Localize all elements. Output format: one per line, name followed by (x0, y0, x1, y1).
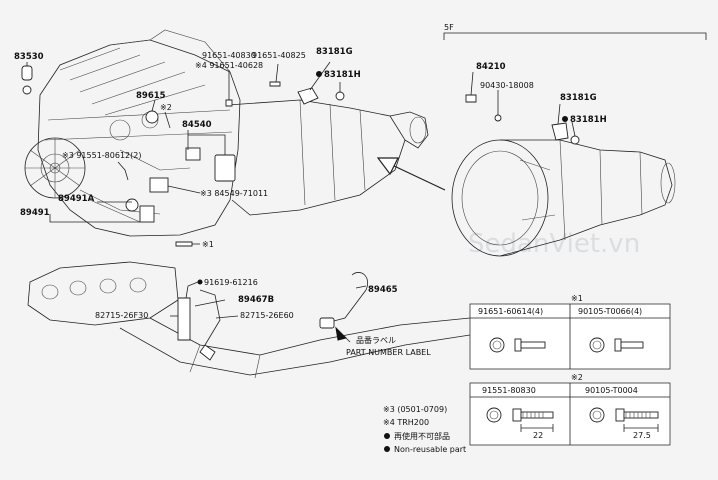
callout-89467B: 89467B (238, 295, 274, 305)
table1-cell-2: 90105-T0066(4) (578, 307, 642, 316)
non-reusable-dot-left (316, 71, 322, 77)
callout-83181H-right: 83181H (570, 115, 607, 125)
note-mark4: ※4 TRH200 (383, 418, 429, 427)
part-89467B (177, 297, 191, 341)
callout-83181G-right: 83181G (560, 93, 597, 103)
engine-assembly-drawing (24, 29, 429, 237)
callout-90430-18008: 90430-18008 (480, 81, 534, 90)
table-mark1: ※1 91651-60614(4) 90105-T0066(4) (469, 294, 671, 370)
callout-89465: 89465 (368, 285, 398, 295)
callout-89615: 89615 (136, 91, 166, 101)
part-83530 (21, 65, 33, 81)
table2-cell-2: 90105-T0004 (585, 386, 638, 395)
callout-91651-40830: 91651-40830 (202, 51, 256, 60)
exhaust-drawing (27, 261, 471, 379)
callout-mark2: ※2 (160, 103, 172, 112)
callout-91551-80612: ※3 91551-80612(2) (62, 151, 141, 160)
part-number-label: PART NUMBER LABEL (346, 348, 431, 357)
callout-82715-26E60: 82715-26E60 (240, 311, 294, 320)
table2-cell-1: 91551-80830 (482, 386, 536, 395)
callout-84210: 84210 (476, 62, 506, 72)
callout-91651-40825: 91651-40825 (252, 51, 306, 60)
callout-83181H-left: 83181H (324, 70, 361, 80)
table2-mark: ※2 (571, 373, 583, 382)
callout-91619-61216: 91619-61216 (204, 278, 258, 287)
table-mark2: ※2 91551-80830 90105-T0004 22 27.5 (469, 373, 671, 446)
non-reusable-dot-note1 (384, 433, 390, 439)
callout-84549-71011: ※3 84549-71011 (200, 189, 268, 198)
callout-89491: 89491 (20, 208, 50, 218)
table2-dim-2: 27.5 (633, 431, 651, 440)
non-reusable-dot-right (562, 116, 568, 122)
non-reusable-dot-note2 (384, 446, 390, 452)
note-jp: 再使用不可部品 (394, 431, 450, 441)
callout-89491A: 89491A (58, 194, 95, 204)
part-84540 (185, 147, 201, 161)
part-89465 (319, 317, 335, 329)
part-89491A (139, 205, 155, 223)
part-83181G (297, 87, 319, 105)
callout-82715-26F30: 82715-26F30 (95, 311, 148, 320)
callout-84540: 84540 (182, 120, 212, 130)
watermark: SedanViet.vn (468, 229, 640, 259)
callout-91651-40628: ※4 91651-40628 (195, 61, 263, 70)
note-non-reusable: Non-reusable part (394, 445, 466, 454)
bolt-dot (197, 279, 203, 285)
notes: ※3 (0501-0709) ※4 TRH200 再使用不可部品 Non-reu… (383, 405, 466, 454)
table2-dim-1: 22 (533, 431, 543, 440)
callout-mark1: ※1 (202, 240, 214, 249)
callout-83181G-left: 83181G (316, 47, 353, 57)
transmission-5f-drawing (443, 32, 707, 257)
note-mark3: ※3 (0501-0709) (383, 405, 447, 414)
section-label: 5F (444, 23, 454, 32)
part-89615 (145, 110, 159, 124)
leader-lines (26, 61, 576, 319)
part-84210 (465, 94, 477, 103)
table1-cell-1: 91651-60614(4) (478, 307, 543, 316)
callout-83530: 83530 (14, 52, 44, 62)
table1-mark: ※1 (571, 294, 583, 303)
label-jp: 品番ラベル (356, 335, 396, 345)
